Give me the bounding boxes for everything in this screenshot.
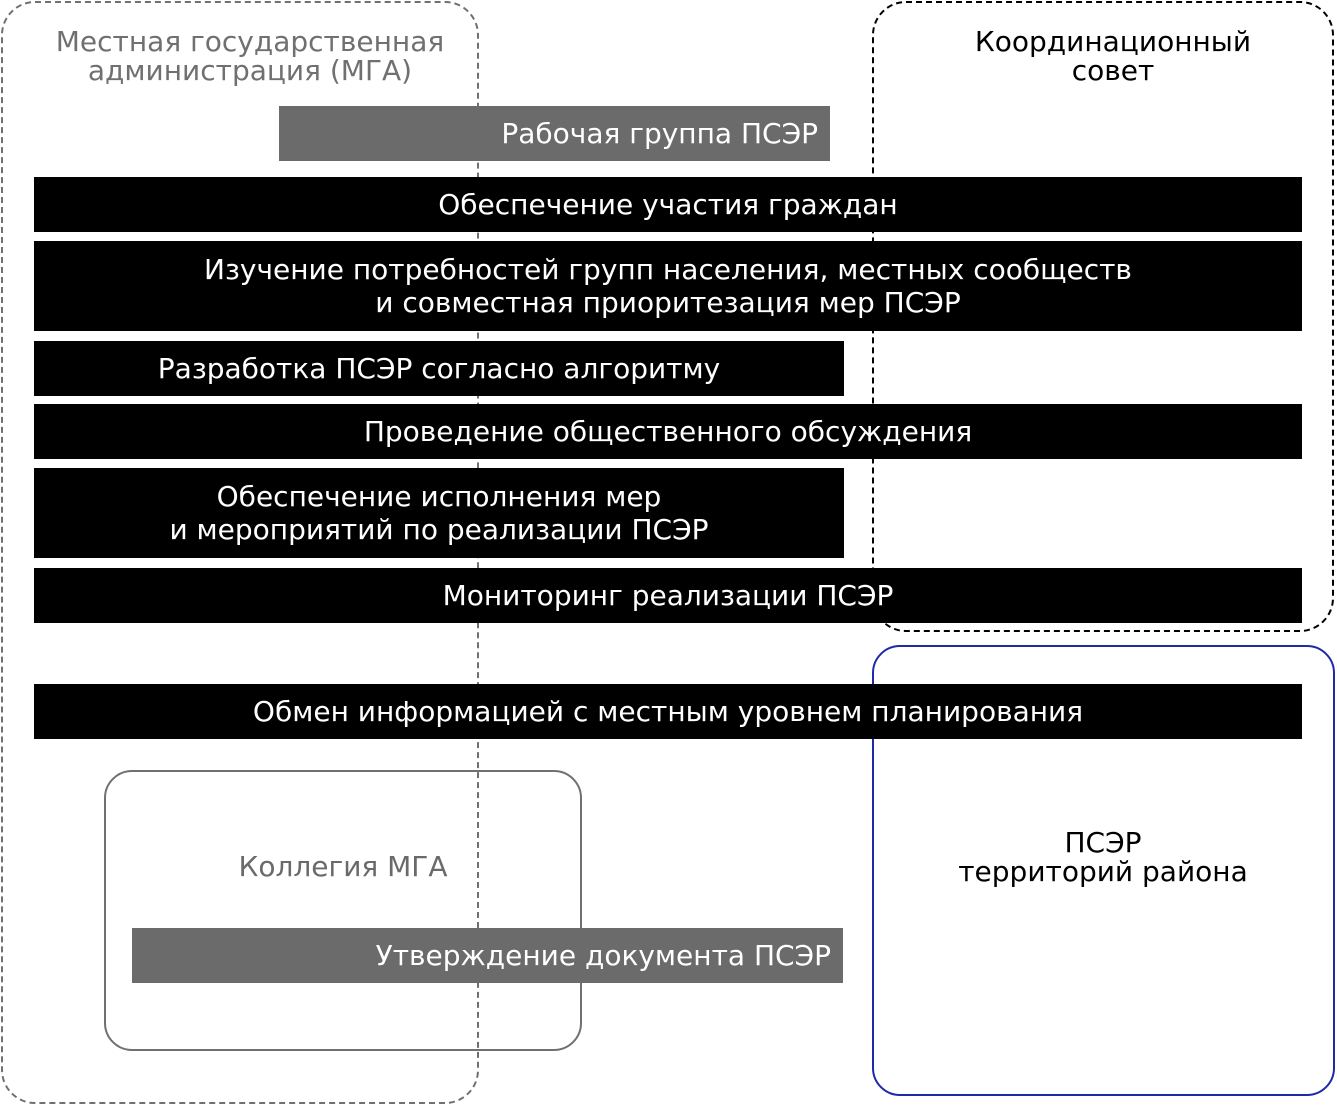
psr-territory-region [872, 645, 1335, 1096]
needs-study-label-line1: Изучение потребностей групп населения, м… [204, 253, 1132, 286]
development-bar: Разработка ПСЭР согласно алгоритму [34, 341, 844, 396]
working-group-bar: Рабочая группа ПСЭР [279, 106, 830, 161]
mga-title: Местная государственная администрация (М… [20, 27, 480, 85]
territory-title-line1: ПСЭР [1064, 826, 1142, 859]
development-label: Разработка ПСЭР согласно алгоритму [157, 352, 721, 385]
public-discussion-bar: Проведение общественного обсуждения [34, 404, 1302, 459]
implementation-label-line1: Обеспечение исполнения мер [216, 480, 662, 513]
territory-title-line2: территорий района [958, 855, 1248, 888]
mga-title-line2: администрация (МГА) [87, 54, 413, 87]
council-title: Координационный совет [900, 27, 1326, 85]
citizen-participation-bar: Обеспечение участия граждан [34, 177, 1302, 232]
monitoring-label: Мониторинг реализации ПСЭР [442, 579, 894, 612]
council-title-line1: Координационный [974, 25, 1252, 58]
approval-bar: Утверждение документа ПСЭР [132, 928, 843, 983]
monitoring-bar: Мониторинг реализации ПСЭР [34, 568, 1302, 623]
implementation-bar: Обеспечение исполнения мер и мероприятий… [34, 468, 844, 558]
implementation-label-line2: и мероприятий по реализации ПСЭР [169, 513, 709, 546]
collegium-title: Коллегия МГА [238, 850, 448, 883]
citizen-participation-label: Обеспечение участия граждан [438, 188, 898, 221]
needs-study-bar: Изучение потребностей групп населения, м… [34, 241, 1302, 331]
approval-label: Утверждение документа ПСЭР [375, 939, 831, 972]
working-group-label: Рабочая группа ПСЭР [501, 117, 818, 150]
info-exchange-bar: Обмен информацией с местным уровнем план… [34, 684, 1302, 739]
public-discussion-label: Проведение общественного обсуждения [363, 415, 973, 448]
needs-study-label-line2: и совместная приоритезация мер ПСЭР [375, 286, 961, 319]
territory-title: ПСЭР территорий района [880, 828, 1326, 886]
council-title-line2: совет [1071, 54, 1155, 87]
info-exchange-label: Обмен информацией с местным уровнем план… [252, 695, 1084, 728]
mga-title-line1: Местная государственная [55, 25, 445, 58]
mga-collegium-region [104, 770, 582, 1051]
